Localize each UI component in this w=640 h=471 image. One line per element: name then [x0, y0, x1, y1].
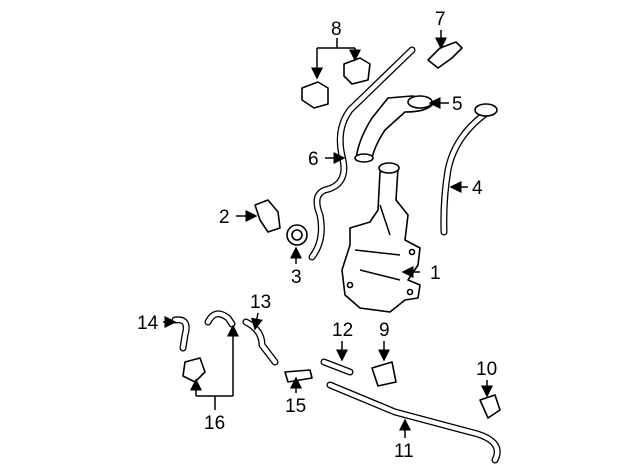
part-1-reservoir [341, 162, 421, 313]
part-2-pump-seal [254, 199, 281, 233]
callout-13: 13 [250, 292, 271, 313]
callout-4: 4 [472, 178, 483, 199]
callout-7: 7 [435, 9, 446, 30]
callout-6: 6 [308, 149, 319, 170]
callout-5: 5 [452, 94, 463, 115]
leader-lines [163, 30, 493, 438]
callout-16: 16 [204, 413, 225, 434]
callout-8: 8 [331, 19, 342, 40]
part-6-tube [308, 46, 416, 261]
callout-11: 11 [394, 441, 414, 462]
callout-10: 10 [476, 359, 497, 380]
part-4-tube [440, 103, 498, 236]
part-7-clip [427, 41, 463, 69]
callout-14: 14 [137, 313, 159, 334]
callout-2: 2 [219, 207, 230, 228]
part-5-filler-neck [354, 95, 433, 163]
callout-9: 9 [379, 320, 390, 341]
callout-12: 12 [332, 320, 353, 341]
callout-15: 15 [285, 396, 306, 417]
callout-1: 1 [430, 263, 441, 284]
part-3-grommet [286, 224, 308, 246]
callout-3: 3 [291, 267, 302, 288]
